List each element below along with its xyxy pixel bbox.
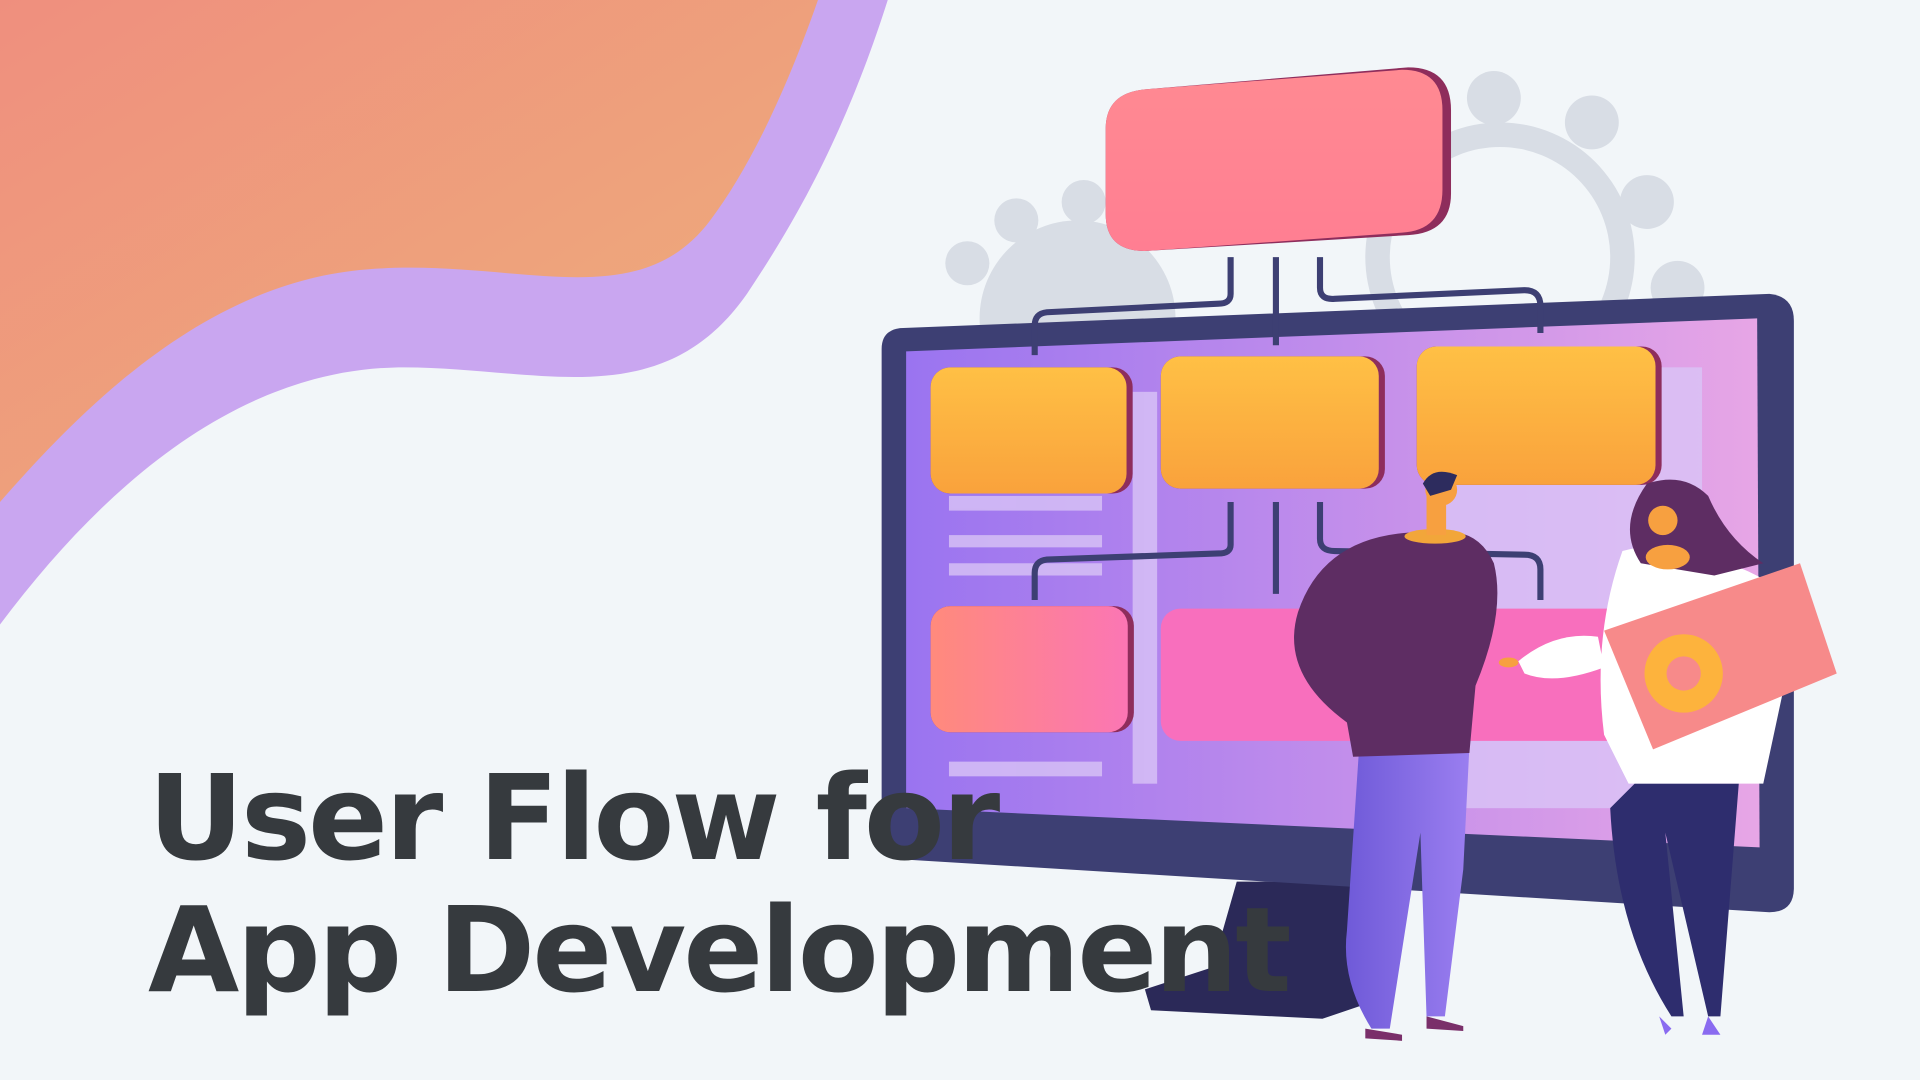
page-title: User Flow for App Development bbox=[148, 749, 1292, 1019]
monitor-stand bbox=[1144, 881, 1384, 1019]
title-line-2: App Development bbox=[148, 881, 1292, 1019]
title-line-1: User Flow for bbox=[148, 749, 1000, 887]
orange-wave bbox=[0, 0, 818, 503]
woman-figure bbox=[1498, 479, 1837, 1035]
man-figure bbox=[1294, 471, 1498, 1041]
